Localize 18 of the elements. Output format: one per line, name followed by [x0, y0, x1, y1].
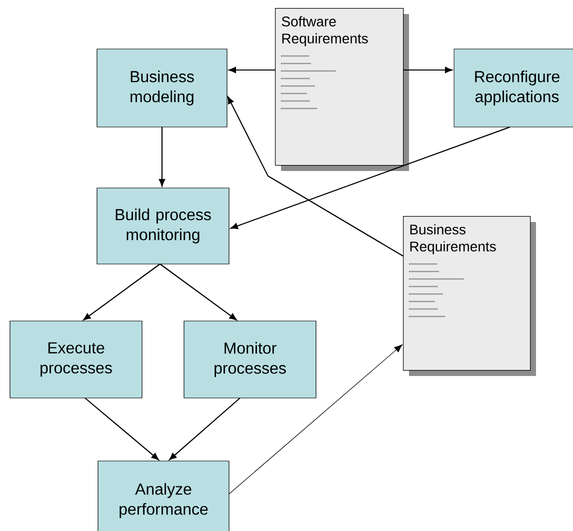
arrow [158, 127, 166, 186]
document-sheet: Software Requirements [275, 8, 409, 171]
arrow [230, 126, 510, 230]
arrow [228, 344, 402, 494]
arrow [227, 96, 404, 256]
arrow [169, 398, 240, 460]
arrow [403, 66, 452, 74]
arrow [228, 66, 275, 74]
arrow [84, 398, 159, 460]
arrow [83, 264, 160, 320]
process-box: Monitor processes [184, 320, 316, 398]
process-box: Execute processes [10, 320, 142, 398]
document-sheet: Business Requirements [403, 216, 536, 376]
process-box: Build process monitoring [96, 188, 230, 264]
process-box: Reconfigure applications [454, 48, 573, 128]
process-box: Business modeling [96, 48, 228, 128]
process-box: Analyze performance [98, 460, 230, 531]
arrow [160, 264, 237, 320]
